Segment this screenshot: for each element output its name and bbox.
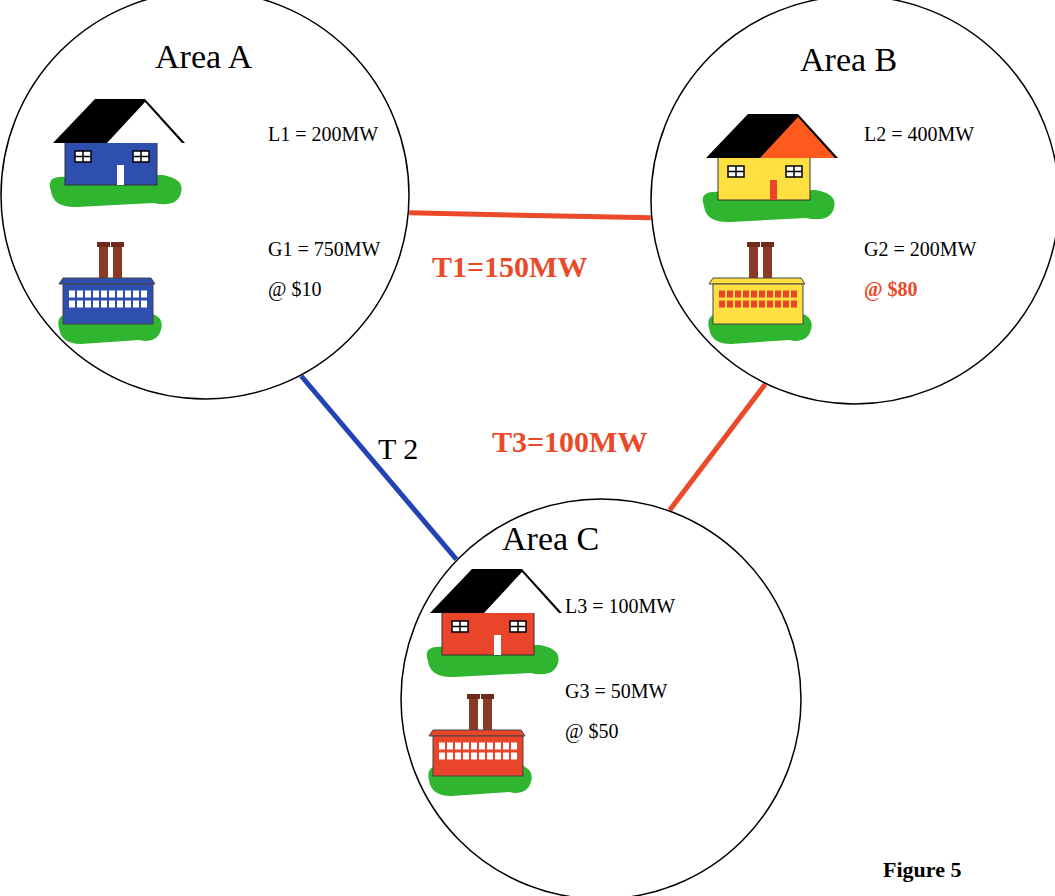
area-value: @ $50: [565, 720, 618, 742]
area-value: G3 = 50MW: [565, 680, 667, 702]
factory-icon: [708, 242, 811, 344]
area-value: L1 = 200MW: [268, 123, 378, 145]
area-value: L2 = 400MW: [864, 123, 974, 145]
factory-icon: [428, 694, 531, 796]
area-value: @ $80: [864, 278, 918, 300]
area-title: Area A: [155, 38, 252, 75]
area-title: Area B: [800, 41, 897, 78]
transmission-line: [670, 384, 765, 510]
area-value: G2 = 200MW: [864, 238, 976, 260]
factory-icon: [58, 242, 161, 344]
area-value: L3 = 100MW: [565, 595, 675, 617]
transmission-line: [409, 213, 651, 218]
area-value: G1 = 750MW: [268, 238, 380, 260]
house-icon: [427, 569, 562, 677]
area-circle: Area C L3 = 100MW G3 = 50MW @ $50: [400, 498, 802, 896]
area-title: Area C: [502, 520, 599, 557]
line-label: T1=150MW: [432, 250, 587, 283]
house-icon: [703, 114, 838, 222]
line-label: T3=100MW: [492, 425, 647, 458]
area-circle: Area B L2 = 400MW G2 = 200MW @ $80: [650, 0, 1055, 405]
line-label: T 2: [378, 432, 418, 465]
house-icon: [50, 99, 185, 207]
figure-number: Figure 5: [883, 858, 961, 882]
area-circle: Area A L1 = 200MW G1 = 750MW @ $10: [0, 0, 410, 400]
area-value: @ $10: [268, 278, 321, 300]
transmission-line: [301, 376, 456, 559]
